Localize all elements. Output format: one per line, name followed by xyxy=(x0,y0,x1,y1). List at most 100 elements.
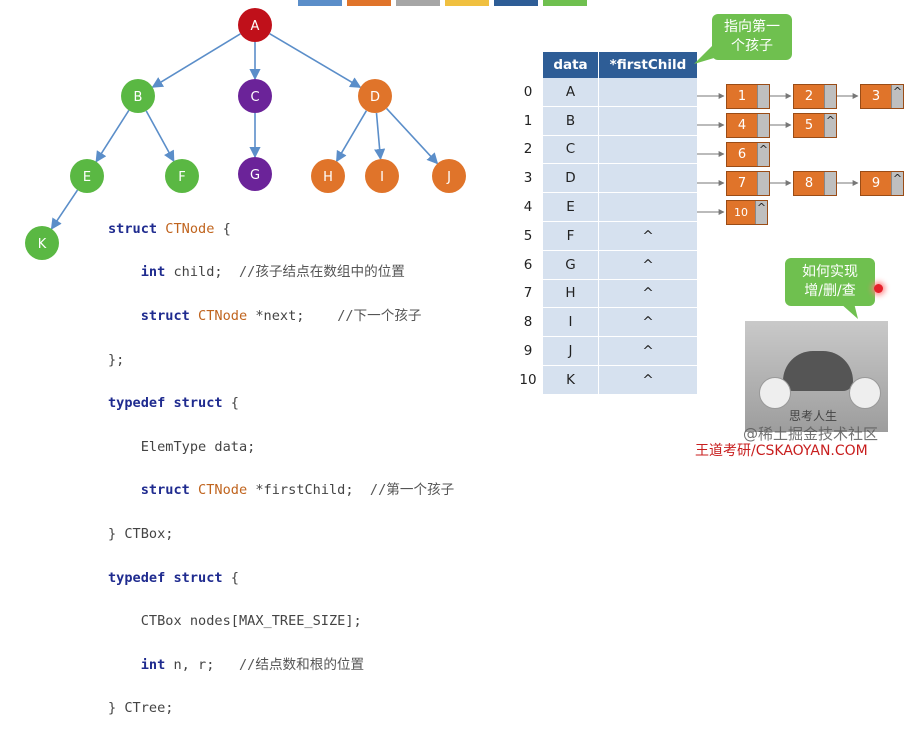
row-first-child xyxy=(599,135,697,165)
row-data: F xyxy=(543,221,598,251)
top-tab-6[interactable] xyxy=(543,0,587,6)
tree-node-label-G: G xyxy=(250,168,260,183)
ball-left xyxy=(759,377,791,409)
question-callout-pointer xyxy=(840,303,858,319)
top-tab-1[interactable] xyxy=(298,0,342,6)
row-first-child: ^ xyxy=(599,337,697,366)
row-data: I xyxy=(543,308,598,338)
question-callout: 如何实现 增/删/查 xyxy=(785,258,875,306)
tree-node-G xyxy=(238,157,272,191)
child-node-next-pointer: ^ xyxy=(755,201,767,224)
row-first-child xyxy=(599,164,697,194)
child-node-value: 9 xyxy=(871,176,881,191)
row-data: A xyxy=(543,78,598,107)
row-data: C xyxy=(543,135,598,165)
first-child-callout: 指向第一 个孩子 xyxy=(712,14,792,60)
index-header xyxy=(514,52,542,78)
child-node-next-pointer xyxy=(757,85,769,108)
row-index: 3 xyxy=(514,164,542,194)
tree-edge-D-H xyxy=(335,110,368,163)
tree-edge-A-D xyxy=(269,32,362,89)
person-figure xyxy=(783,351,853,391)
site-watermark: 王道考研/CSKAOYAN.COM xyxy=(695,443,868,459)
row-index: 2 xyxy=(514,135,542,165)
row-index: 4 xyxy=(514,193,542,222)
child-node-next-pointer: ^ xyxy=(757,143,769,166)
ball-right xyxy=(849,377,881,409)
code-line-10: CTBox nodes[MAX_TREE_SIZE]; xyxy=(140,613,362,630)
child-node-value: 7 xyxy=(737,176,747,191)
code-line-9: typedef struct { xyxy=(108,569,239,586)
tree-node-label-F: F xyxy=(178,170,185,185)
row-index: 6 xyxy=(514,250,542,280)
child-node-next-pointer xyxy=(824,85,836,108)
first-child-header: *firstChild xyxy=(599,52,697,78)
code-line-6: ElemType data; xyxy=(140,438,256,455)
row-index: 8 xyxy=(514,308,542,338)
child-node-next-pointer: ^ xyxy=(891,85,903,108)
child-node: 10 ^ xyxy=(726,200,768,225)
tree-node-J xyxy=(432,159,466,193)
code-line-4: }; xyxy=(108,351,125,368)
child-node-next-pointer xyxy=(824,172,836,195)
juejin-watermark: @稀土掘金技术社区 xyxy=(743,425,879,443)
tree-node-label-J: J xyxy=(446,170,451,185)
row-first-child: ^ xyxy=(599,279,697,309)
code-line-7: struct CTNode *firstChild; //第一个孩子 xyxy=(140,482,455,499)
code-line-11: int n, r; //结点数和根的位置 xyxy=(140,656,365,673)
child-node: 2 xyxy=(793,84,837,109)
child-node-value: 1 xyxy=(737,89,747,104)
child-node-next-pointer xyxy=(757,172,769,195)
question-callout-text: 如何实现 增/删/查 xyxy=(802,264,858,299)
tree-edge-A-B xyxy=(151,33,241,88)
tree-node-I xyxy=(365,159,399,193)
row-data: G xyxy=(543,250,598,280)
child-node-next-pointer xyxy=(757,114,769,137)
code-line-8: } CTBox; xyxy=(108,525,174,542)
row-first-child: ^ xyxy=(599,365,697,395)
child-node-value: 8 xyxy=(804,176,814,191)
row-data: K xyxy=(543,365,598,395)
child-node: 4 xyxy=(726,113,770,138)
top-tab-5[interactable] xyxy=(494,0,538,6)
webcam-video[interactable]: 思考人生 xyxy=(745,321,888,432)
data-header: data xyxy=(543,52,598,78)
tree-node-B xyxy=(121,79,155,113)
child-node-value: 10 xyxy=(734,206,748,219)
tree-node-label-A: A xyxy=(251,19,260,34)
row-first-child xyxy=(599,193,697,222)
child-node: 8 xyxy=(793,171,837,196)
child-node-next-pointer: ^ xyxy=(891,172,903,195)
row-first-child: ^ xyxy=(599,250,697,280)
row-index: 1 xyxy=(514,106,542,136)
code-line-3: struct CTNode *next; //下一个孩子 xyxy=(140,307,422,324)
top-tab-2[interactable] xyxy=(347,0,391,6)
code-line-12: } CTree; xyxy=(108,700,174,717)
row-first-child xyxy=(599,78,697,107)
child-node-value: 5 xyxy=(804,118,814,133)
child-node: 6^ xyxy=(726,142,770,167)
child-node: 9^ xyxy=(860,171,904,196)
tree-node-label-H: H xyxy=(323,170,333,185)
tree-edge-E-K xyxy=(50,189,79,230)
child-node: 5^ xyxy=(793,113,837,138)
top-tab-4[interactable] xyxy=(445,0,489,6)
child-node-value: 4 xyxy=(737,118,747,133)
row-data: J xyxy=(543,337,598,366)
tree-edge-B-F xyxy=(145,110,175,163)
video-caption: 思考人生 xyxy=(789,409,838,423)
top-tab-3[interactable] xyxy=(396,0,440,6)
row-index: 10 xyxy=(514,365,542,395)
tree-node-D xyxy=(358,79,392,113)
